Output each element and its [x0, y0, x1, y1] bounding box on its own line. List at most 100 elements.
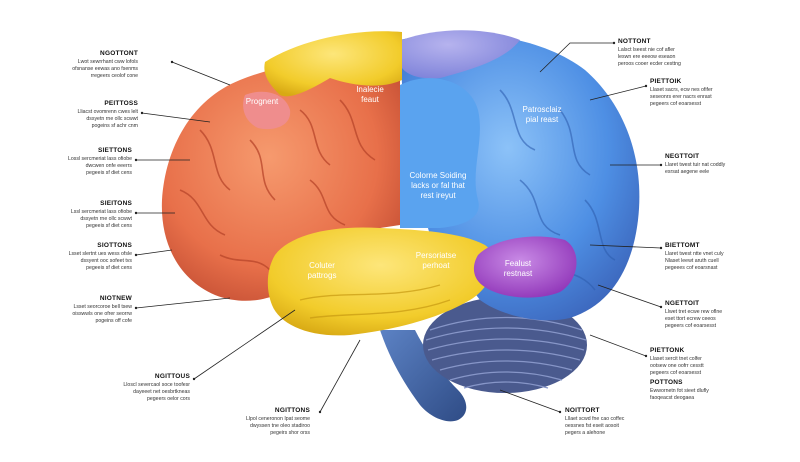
leader-line — [589, 244, 662, 249]
callout-text: faoqeacst deogaea — [650, 395, 694, 401]
callout-text: pegeeis sf diet cens — [86, 170, 132, 176]
callout-text: dssyent ooc sofeet tvs — [81, 258, 133, 264]
callout-title: SIETTONS — [98, 147, 132, 154]
leader-line — [589, 85, 647, 101]
callout-text: pogeins sf achr cnm — [92, 123, 138, 129]
callout-title: PIETTOIK — [650, 78, 682, 85]
callout-text: pegeers oelor cors — [147, 396, 190, 402]
frontal-lobe — [161, 61, 400, 301]
callout-text: pegeeis sf diet cens — [86, 223, 132, 229]
callout-title: NGITTOUS — [155, 373, 191, 380]
leader-dot — [659, 246, 663, 250]
callout-title: NOITTORT — [565, 407, 600, 414]
pink-gyrus — [243, 91, 291, 130]
frontal-folds — [179, 99, 376, 271]
callout-text: Lsset seorcoroe bell tsew — [73, 304, 132, 310]
left-callout: NGITTOUS Lloscl severcaol soce toofesrday… — [123, 309, 296, 402]
leader-line — [193, 309, 296, 380]
brainstem — [380, 330, 467, 422]
leader-dot — [318, 410, 322, 414]
leader-line — [499, 389, 561, 413]
callout-text: pogeins off cofe — [95, 318, 132, 324]
leader-dot — [558, 410, 562, 414]
callout-text: Llwet tret ecwe rew oflne — [665, 309, 722, 315]
callout-title: NIOTNEW — [100, 295, 133, 302]
leader-dot — [134, 306, 138, 310]
parietal-top-lobe — [264, 31, 402, 97]
leader-line — [135, 249, 173, 256]
temporal-folds — [299, 284, 451, 319]
callout-text: Ewwornetn fot sieet dlufly — [650, 388, 709, 394]
callout-text: pegeees cof eoarsnast — [665, 265, 718, 271]
callout-text: Lossl sercmeriat lass ofiobe — [68, 156, 132, 162]
leader-dot — [659, 305, 663, 309]
leader-dot — [140, 111, 144, 115]
callout-text: oisswwls one ofrer seorrw — [72, 311, 132, 317]
callout-title: NEGTTOIT — [665, 153, 699, 160]
callout-text: ofsnanse eewas ano fsenms — [72, 66, 138, 72]
callout-text: oessnes fst eseit aosoit — [565, 423, 619, 429]
callout-text: pegeers cof eoarsesst — [650, 101, 702, 107]
callout-title: SIOTTONS — [97, 242, 132, 249]
callout-text: dwcwen onfe eeerrs — [86, 163, 133, 169]
leader-dot — [134, 211, 138, 215]
callout-text: Llaset sacrs, ecw nes ofifer — [650, 87, 713, 93]
lavender-gyrus — [400, 30, 520, 79]
callout-text: dayeeet net oesbrtkneas — [133, 389, 190, 395]
callout-text: pegeirs shor orss — [270, 430, 310, 436]
callout-title: POTTONS — [650, 379, 683, 386]
callout-title: PEITTOSS — [104, 100, 138, 107]
leader-dot — [644, 84, 648, 88]
leader-dot — [170, 60, 174, 64]
temporal-lobe — [267, 227, 494, 336]
callout-text: Llaret twest ntte vnet culy — [665, 251, 724, 257]
callout-text: pegeeis sf diet cens — [86, 265, 132, 271]
callout-text: pegeers cof eoarsesst — [665, 323, 717, 329]
leader-line — [141, 112, 211, 123]
callout-text: Nlaset leewt aruth cuell — [665, 258, 719, 264]
callout-text: Lalsct lseest nie cof afler — [618, 47, 675, 53]
leader-dot — [134, 158, 138, 162]
left-callout: NIOTNEW Lsset seorcoroe bell tsewoisswwls… — [72, 295, 231, 324]
callout-text: Llpol ceneronon Ipat seome — [246, 416, 310, 422]
callout-text: pegers a alehone — [565, 430, 605, 436]
callout-text: Llaret twest tuir nat coddly — [665, 162, 726, 168]
callout-text: Lwot sewrrhant cww lofols — [78, 59, 139, 65]
cerebellum-folds — [425, 316, 587, 389]
callout-text: pegeers cof eoarsesst — [650, 370, 702, 376]
central-lobe — [400, 78, 480, 228]
callout-text: rregeers ceolof cone — [91, 73, 138, 79]
callout-text: peroos cooer ecder cesttng — [618, 61, 681, 67]
callout-title: PIETTONK — [650, 347, 684, 354]
callout-text: dssyetn rne ollc scwwt — [86, 116, 138, 122]
callout-text: Lsset slertnt ues wess ofsle — [69, 251, 133, 257]
right-callout: POTTONS Ewwornetn fot sieet dluflyfaoqeac… — [650, 379, 709, 401]
occipital-patch — [473, 236, 577, 298]
callout-text: dwyssen tne oleo stadiroo — [250, 423, 310, 429]
label-frontal: Prognent — [246, 97, 279, 106]
callout-title: BIETTOMT — [665, 242, 700, 249]
callout-text: esrsat aegene eele — [665, 169, 709, 175]
leader-line — [319, 339, 361, 413]
leader-dot — [644, 354, 648, 358]
callout-text: eset ttort ecrew ceeos — [665, 316, 716, 322]
callout-text: Llaset sercit tnet colfer — [650, 356, 702, 362]
leader-dot — [659, 163, 663, 167]
callout-text: Lloscl severcaol soce toofesr — [123, 382, 190, 388]
leader-dot — [134, 253, 138, 257]
